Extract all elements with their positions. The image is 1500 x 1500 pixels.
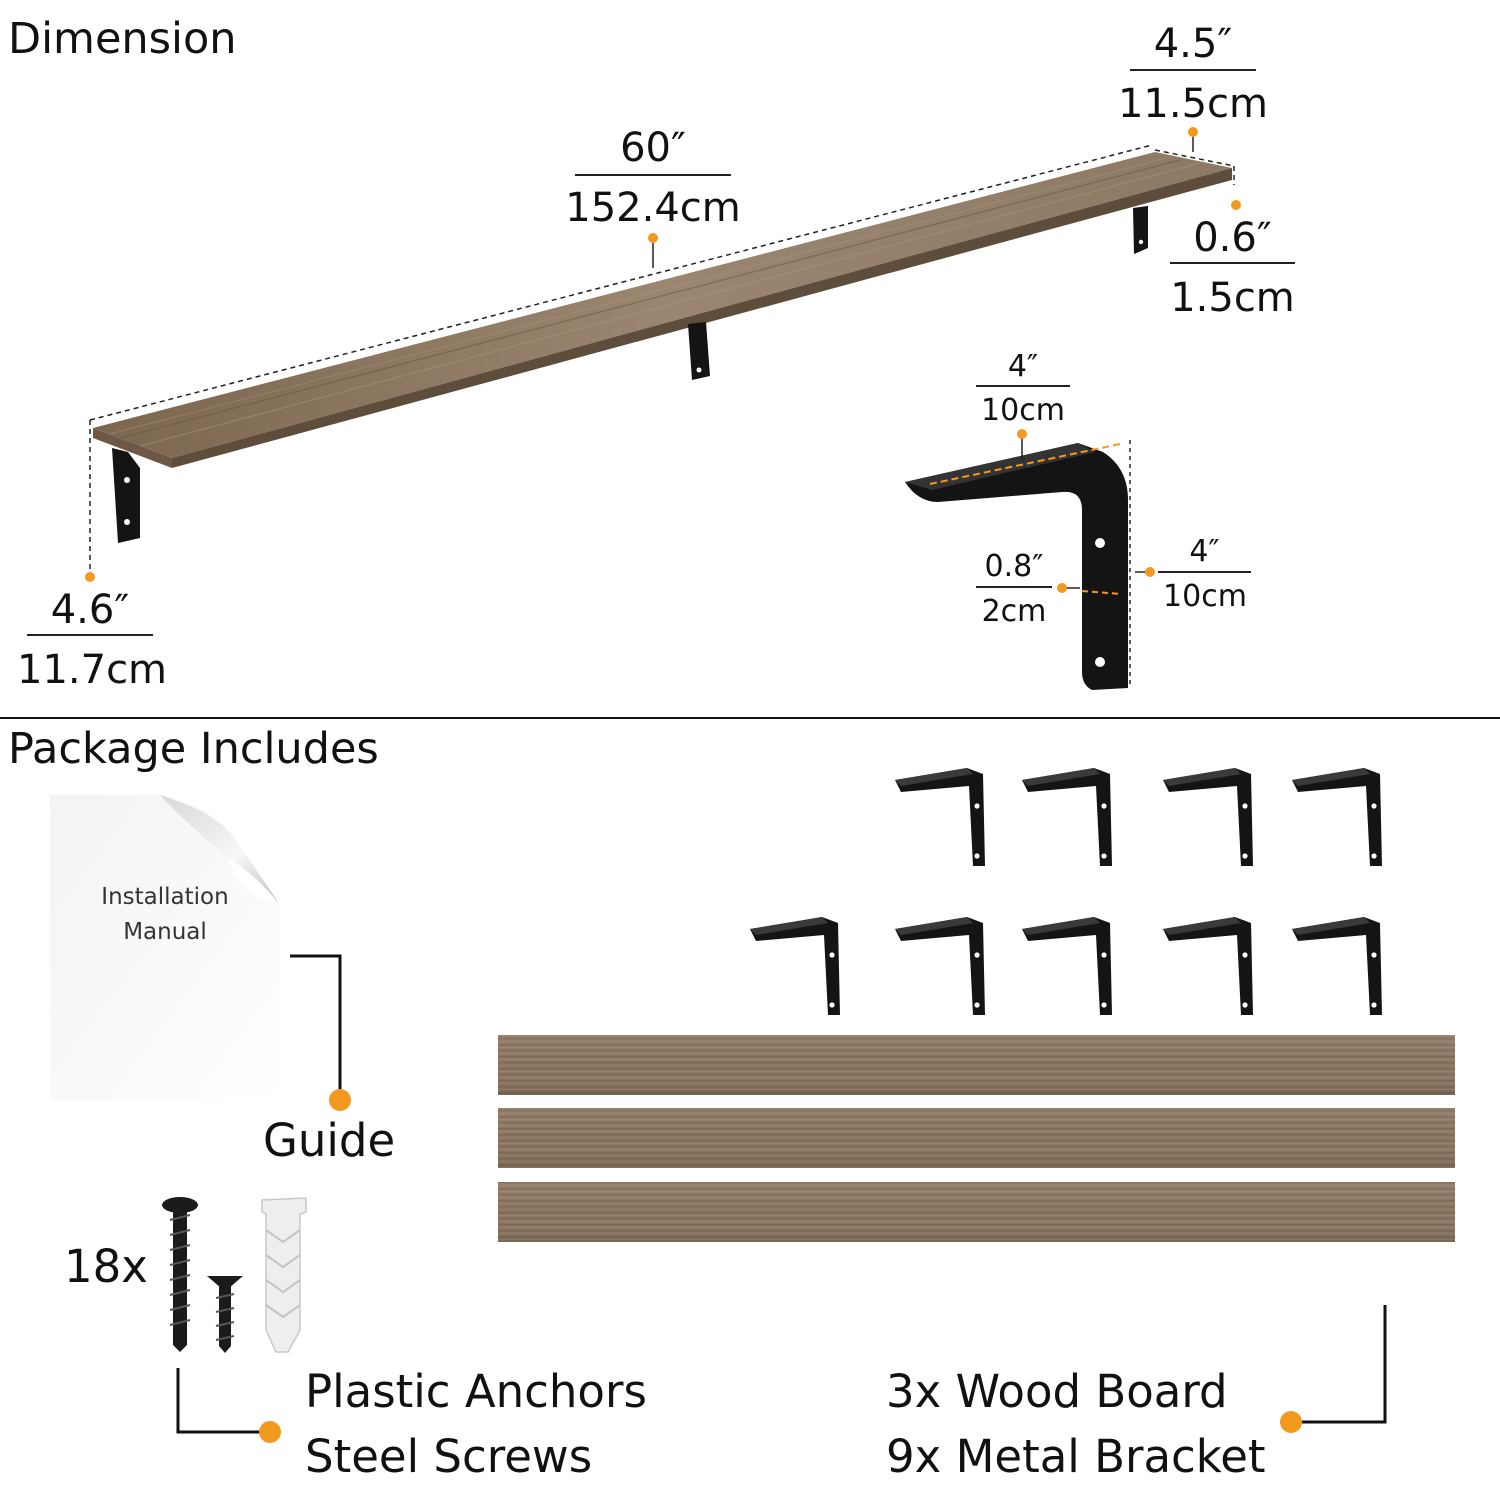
bracket-1	[895, 768, 985, 866]
shelf-bracket-left	[112, 448, 140, 543]
brackets-label: 9x Metal Bracket	[886, 1430, 1266, 1483]
bracket-8	[1163, 917, 1253, 1015]
shelf-illustration	[93, 152, 1232, 468]
bracket-2	[1022, 768, 1112, 866]
boards-connector	[1280, 1305, 1387, 1433]
plastic-anchor-icon	[261, 1197, 307, 1353]
length-cm: 152.4cm	[565, 185, 741, 231]
height-inches: 4.6″	[50, 587, 130, 633]
bracket-top-inches: 4″	[1007, 349, 1039, 384]
bracket-4	[1292, 768, 1382, 866]
bracket-7	[1022, 917, 1112, 1015]
guide-label: Guide	[263, 1114, 396, 1167]
installation-manual-illustration	[50, 795, 280, 1100]
wood-board-2	[498, 1108, 1455, 1168]
guide-connector	[290, 954, 351, 1111]
shelf-bracket-middle	[688, 322, 710, 380]
bracket-detail-illustration	[905, 385, 1251, 690]
manual-title-line2: Manual	[123, 919, 207, 945]
depth-cm: 11.5cm	[1117, 81, 1269, 127]
hardware-count: 18x	[64, 1240, 148, 1293]
bracket-5	[750, 917, 840, 1015]
wood-board-1	[498, 1035, 1455, 1095]
bracket-set	[750, 768, 1382, 1015]
wood-boards	[498, 1035, 1455, 1242]
hardware-label-anchors: Plastic Anchors	[305, 1365, 647, 1418]
hardware-label-screws: Steel Screws	[305, 1430, 593, 1483]
bracket-6	[895, 917, 985, 1015]
package-heading: Package Includes	[8, 724, 379, 774]
bracket-width-inches: 0.8″	[984, 549, 1044, 584]
dimension-heading: Dimension	[8, 14, 237, 64]
short-screw-icon	[207, 1276, 243, 1353]
long-screw-icon	[162, 1197, 198, 1352]
shelf-bracket-right	[1133, 206, 1148, 254]
length-inches: 60″	[620, 125, 686, 171]
bracket-top-cm: 10cm	[981, 393, 1065, 428]
hardware-connector	[176, 1368, 281, 1443]
bracket-side-inches: 4″	[1189, 534, 1220, 569]
thickness-cm: 1.5cm	[1170, 275, 1295, 321]
dimension-markers	[27, 69, 1295, 636]
manual-title-line1: Installation	[101, 884, 229, 910]
boards-label: 3x Wood Board	[886, 1365, 1228, 1418]
bracket-side-cm: 10cm	[1163, 579, 1247, 614]
height-cm: 11.7cm	[17, 647, 168, 693]
shelf-dimension-guides	[89, 144, 1235, 575]
thickness-inches: 0.6″	[1193, 215, 1272, 261]
bracket-3	[1163, 768, 1253, 866]
depth-inches: 4.5″	[1153, 21, 1233, 67]
wood-board-3	[498, 1182, 1455, 1242]
bracket-9	[1292, 917, 1382, 1015]
bracket-width-cm: 2cm	[981, 594, 1047, 629]
